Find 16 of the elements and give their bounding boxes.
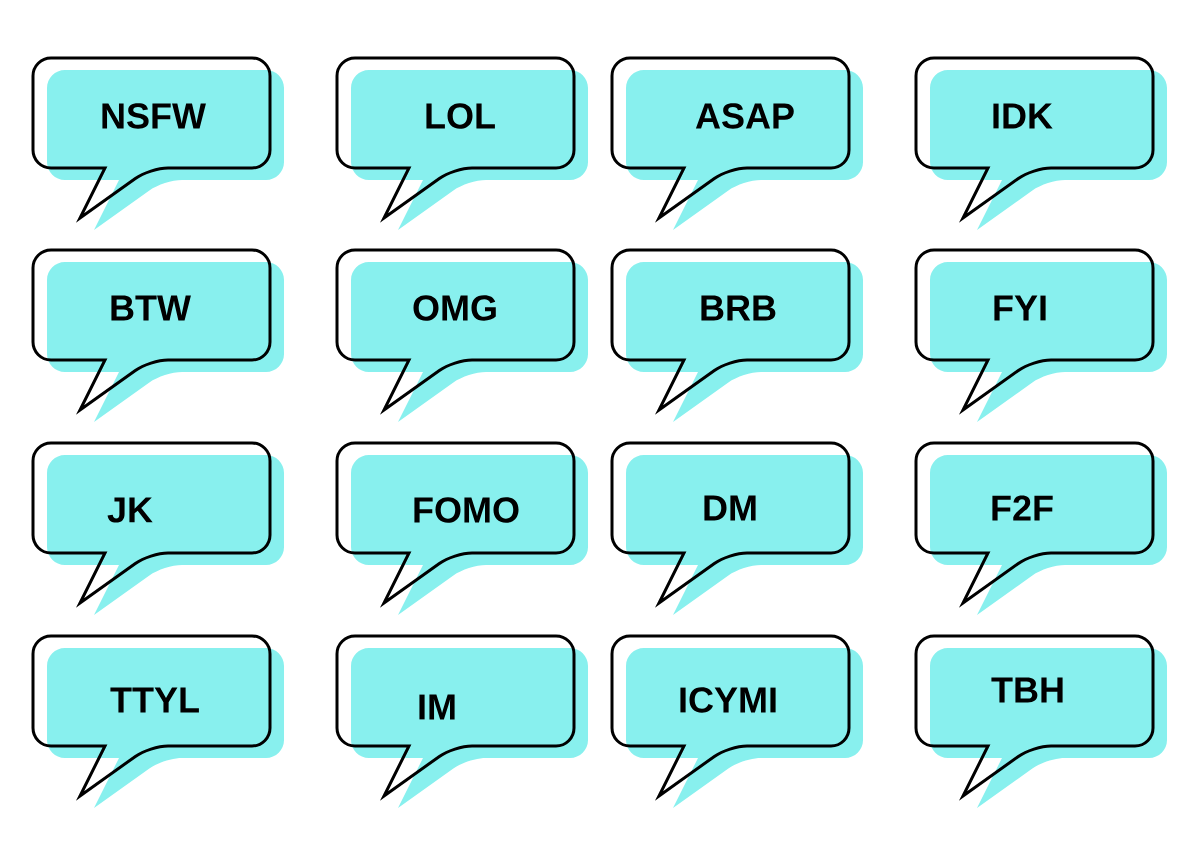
speech-bubble: LOL [335,56,588,230]
speech-bubble: DM [610,441,863,615]
speech-bubble: BTW [31,248,284,422]
speech-bubble: OMG [335,248,588,422]
speech-bubble: JK [31,441,284,615]
speech-bubble: TBH [914,634,1167,808]
speech-bubble: F2F [914,441,1167,615]
speech-bubble: IM [335,634,588,808]
speech-bubble: BRB [610,248,863,422]
speech-bubble: FOMO [335,441,588,615]
speech-bubble: NSFW [31,56,284,230]
speech-bubble: IDK [914,56,1167,230]
speech-bubble: FYI [914,248,1167,422]
speech-bubble: ASAP [610,56,863,230]
speech-bubble: TTYL [31,634,284,808]
speech-bubble: ICYMI [610,634,863,808]
